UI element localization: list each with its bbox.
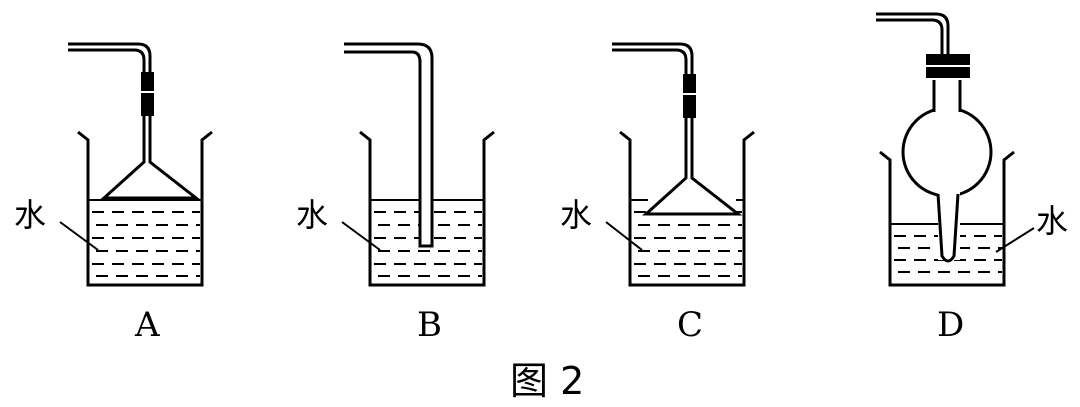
tube-a-top bbox=[68, 42, 152, 75]
panel-label-b: B bbox=[417, 305, 442, 345]
bulb-d bbox=[901, 106, 993, 198]
tube-c-top bbox=[612, 42, 694, 75]
tube-c-top-inner bbox=[612, 48, 688, 75]
water-label-b: 水 bbox=[296, 196, 328, 234]
tube-a-top-inner bbox=[68, 48, 146, 75]
panel-a: 水 A bbox=[14, 42, 213, 345]
beaker-d bbox=[879, 150, 1015, 287]
leader-line-a bbox=[59, 221, 99, 251]
rubber-connector-a bbox=[141, 72, 154, 116]
water-label-a: 水 bbox=[14, 196, 46, 234]
water-label-d: 水 bbox=[1036, 202, 1068, 240]
panel-b: 水 B bbox=[296, 42, 495, 345]
rubber-connector-c bbox=[683, 74, 696, 118]
tube-d-top-inner bbox=[876, 18, 944, 56]
water-label-c: 水 bbox=[560, 196, 592, 234]
panel-label-a: A bbox=[134, 305, 160, 345]
figure-caption: 图 2 bbox=[510, 359, 584, 403]
beaker-b bbox=[359, 130, 495, 287]
water-c bbox=[634, 211, 742, 277]
leader-line-b bbox=[341, 221, 381, 251]
beaker-a bbox=[77, 130, 213, 287]
water-a bbox=[92, 211, 200, 277]
panel-d: 水 D bbox=[876, 12, 1068, 345]
stem-d bbox=[936, 193, 960, 263]
panel-c: 水 C bbox=[560, 42, 755, 345]
leader-line-c bbox=[605, 221, 643, 251]
panel-label-d: D bbox=[937, 305, 964, 345]
funnel-a bbox=[100, 116, 201, 200]
leader-line-d bbox=[995, 227, 1035, 253]
tube-b bbox=[344, 42, 434, 248]
panel-label-c: C bbox=[677, 305, 703, 345]
tube-d-top bbox=[876, 12, 950, 56]
beaker-c bbox=[619, 130, 755, 287]
funnel-c bbox=[642, 118, 743, 216]
